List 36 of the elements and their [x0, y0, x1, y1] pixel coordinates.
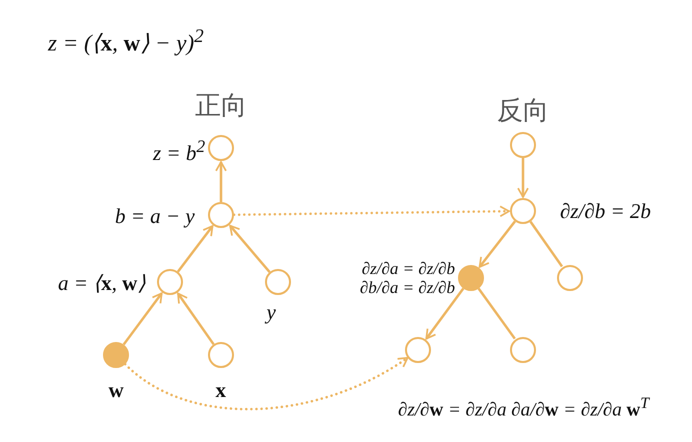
- arrow: [176, 292, 215, 346]
- math-label: ∂z/∂b = 2b: [560, 199, 651, 224]
- circle-node: [557, 265, 583, 291]
- circle-node: [208, 202, 234, 228]
- arrow: [215, 161, 227, 202]
- connector-line: [529, 220, 564, 268]
- math-label: z = b$^{2}$: [153, 136, 206, 165]
- circle-node: [208, 135, 234, 161]
- circle-node: [510, 132, 536, 158]
- section-heading: 反向: [497, 95, 549, 128]
- arrow: [517, 158, 529, 198]
- arrow: [122, 292, 163, 346]
- math-label: ∂z/∂a = ∂z/∂b ∂b/∂a = ∂z/∂b: [358, 258, 455, 298]
- circle-node: [510, 198, 536, 224]
- circle-node: [405, 337, 431, 363]
- circle-node: [510, 337, 536, 363]
- circle-node: [265, 269, 291, 295]
- circle-node: [208, 342, 234, 368]
- dotted-arrow: [124, 356, 409, 410]
- math-label: b = a − y: [115, 204, 195, 228]
- math-label: ∂z/∂w = ∂z/∂a ∂a/∂w = ∂z/∂a w$^{T}$: [398, 395, 650, 422]
- math-label: w: [108, 378, 124, 402]
- filled-circle: [103, 342, 129, 368]
- arrow: [425, 288, 464, 340]
- math-label: x: [216, 378, 226, 402]
- arrow: [176, 225, 214, 272]
- section-heading: 正向: [195, 90, 247, 123]
- math-label: a = ⟨x, w⟩: [58, 271, 146, 296]
- arrow: [229, 224, 271, 273]
- dotted-arrow: [232, 205, 510, 218]
- math-label: y: [266, 300, 276, 324]
- filled-circle: [458, 265, 484, 291]
- connector-line: [478, 288, 516, 340]
- formula: z = (⟨x, w⟩ − y)$^{2}$: [48, 26, 204, 58]
- circle-node: [157, 269, 183, 295]
- arrow: [478, 220, 516, 268]
